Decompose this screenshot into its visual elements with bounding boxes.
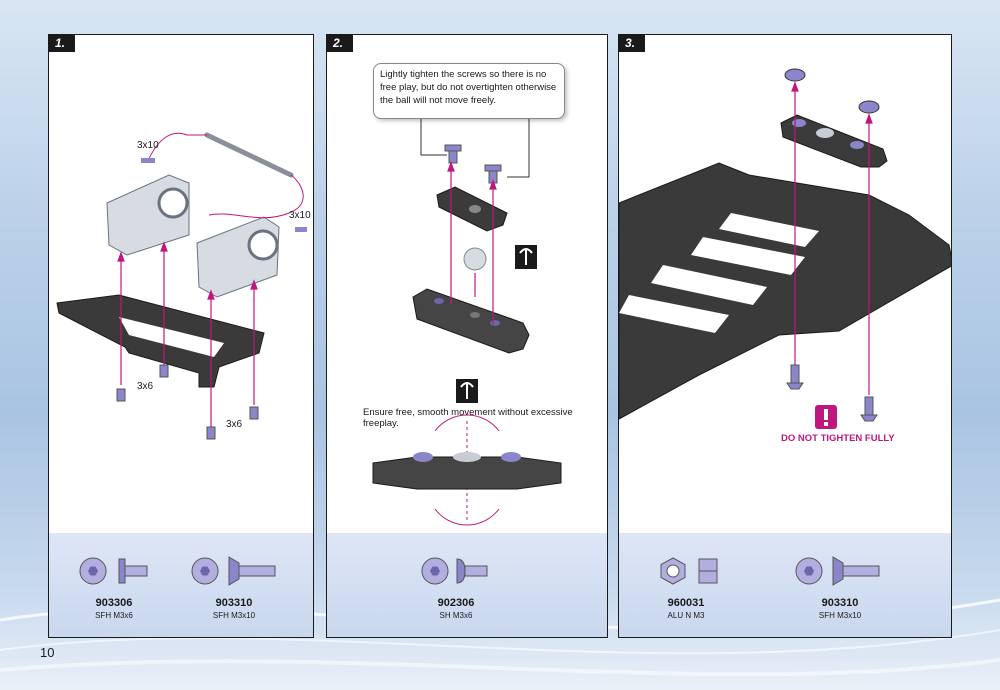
tighten-note-callout: Lightly tighten the screws so there is n… bbox=[373, 63, 565, 119]
step-1-parts-bar: 903306 SFH M3x6 903310 SFH M3x10 bbox=[49, 533, 313, 637]
screw-label-3x6-right: 3x6 bbox=[226, 419, 243, 430]
step-2-assembly-diagram bbox=[372, 119, 562, 526]
countersunk-screw-icon bbox=[191, 556, 276, 586]
screw-label-3x10-left: 3x10 bbox=[137, 140, 159, 151]
part-code: 903306 bbox=[95, 597, 133, 609]
part-code: 903310 bbox=[215, 597, 253, 609]
step-1-badge: 1. bbox=[49, 35, 75, 52]
step-2-panel: 2. bbox=[326, 34, 608, 638]
part-code: 902306 bbox=[437, 597, 475, 609]
page-number: 10 bbox=[40, 645, 55, 660]
step-1-assembly-diagram bbox=[56, 132, 307, 440]
countersunk-screw-icon bbox=[79, 557, 148, 585]
countersunk-screw-icon bbox=[795, 556, 880, 586]
step-3-badge: 3. bbox=[619, 35, 645, 52]
part-name: SH M3x6 bbox=[439, 611, 473, 620]
part-code: 960031 bbox=[667, 597, 705, 609]
part-name: SFH M3x6 bbox=[95, 611, 133, 620]
button-head-screw-icon bbox=[421, 557, 488, 585]
screw-label-3x10-right: 3x10 bbox=[289, 210, 311, 221]
warning-text: DO NOT TIGHTEN FULLY bbox=[781, 433, 895, 444]
part-name: SFH M3x10 bbox=[818, 611, 862, 620]
step-2-parts-bar: 902306 SH M3x6 bbox=[327, 533, 607, 637]
step-3-panel: 3. DO NOT TIGHTEN FULLY bbox=[618, 34, 952, 638]
screw-label-3x6-left: 3x6 bbox=[137, 381, 154, 392]
part-code: 903310 bbox=[821, 597, 859, 609]
step-2-badge: 2. bbox=[327, 35, 353, 52]
part-name: ALU N M3 bbox=[667, 611, 705, 620]
step-3-parts-bar: 960031 ALU N M3 903310 SFH M3x10 bbox=[619, 533, 951, 637]
step-3-assembly-diagram bbox=[619, 68, 951, 429]
nut-icon bbox=[660, 557, 718, 585]
step-1-panel: 1. 3x10 3x10 3x6 3 bbox=[48, 34, 314, 638]
part-name: SFH M3x10 bbox=[212, 611, 256, 620]
movement-caption: Ensure free, smooth movement without exc… bbox=[363, 407, 573, 429]
